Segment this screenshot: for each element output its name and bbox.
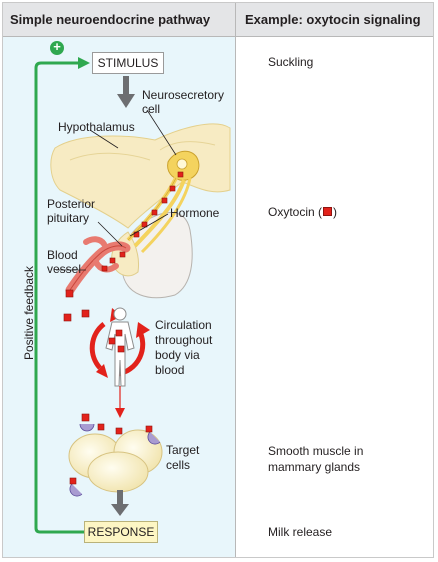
hypothalamus-label: Hypothalamus [58, 120, 135, 134]
circulation-label-line4: blood [155, 363, 185, 377]
hypothalamus-tissue [50, 123, 231, 229]
right-column-header: Example: oxytocin signaling [245, 12, 421, 27]
posterior-pituitary-label-line1: Posterior [47, 197, 96, 211]
example-hormone-suffix: ) [333, 205, 338, 219]
header-bar [3, 3, 433, 37]
circulation-label-line3: body via [155, 348, 200, 362]
example-hormone-prefix: Oxytocin ( [268, 205, 323, 219]
positive-feedback-label: Positive feedback [22, 265, 36, 360]
response-arrow [111, 490, 129, 516]
neurosecretory-pointer [146, 109, 177, 156]
column-divider [235, 3, 236, 557]
target-cells-label-line2: cells [166, 458, 191, 472]
example-target-line1: Smooth muscle in [268, 444, 364, 458]
example-target-line2: mammary glands [268, 460, 361, 474]
stimulus-arrow [117, 76, 135, 108]
pituitary-pointer [97, 221, 123, 247]
target-cells-label-line1: Target [166, 443, 200, 457]
example-response: Milk release [268, 525, 333, 539]
circulation-label-line2: throughout [155, 333, 213, 347]
positive-feedback-loop [34, 41, 90, 534]
stimulus-box: STIMULUS [92, 52, 164, 74]
posterior-pituitary-label-line2: pituitary [47, 211, 90, 225]
hypothalamus-pointer [89, 129, 119, 149]
bound-hormone [69, 413, 153, 485]
to-target-arrow [115, 386, 125, 418]
plus-icon: + [53, 39, 61, 54]
neurosecretory-label-line2: cell [142, 102, 161, 116]
blood-vessel-label-line1: Blood [47, 248, 78, 262]
hormone-molecules [63, 171, 184, 322]
target-cells [68, 429, 163, 493]
figure-frame [2, 2, 434, 558]
example-hormone: Oxytocin () [268, 204, 337, 221]
hormone-swatch [323, 207, 333, 216]
neurosecretory-label-line1: Neurosecretory [142, 88, 225, 102]
left-column-header: Simple neuroendocrine pathway [10, 12, 211, 27]
blood-vessel-label-line2: vessel [47, 262, 82, 276]
circulation-label-line1: Circulation [155, 318, 212, 332]
response-box: RESPONSE [84, 521, 158, 543]
receptors [69, 423, 161, 497]
circulating-hormone [108, 329, 125, 353]
hormone-label: Hormone [170, 206, 220, 220]
hormone-pointer [129, 213, 169, 237]
example-stimulus: Suckling [268, 55, 314, 69]
